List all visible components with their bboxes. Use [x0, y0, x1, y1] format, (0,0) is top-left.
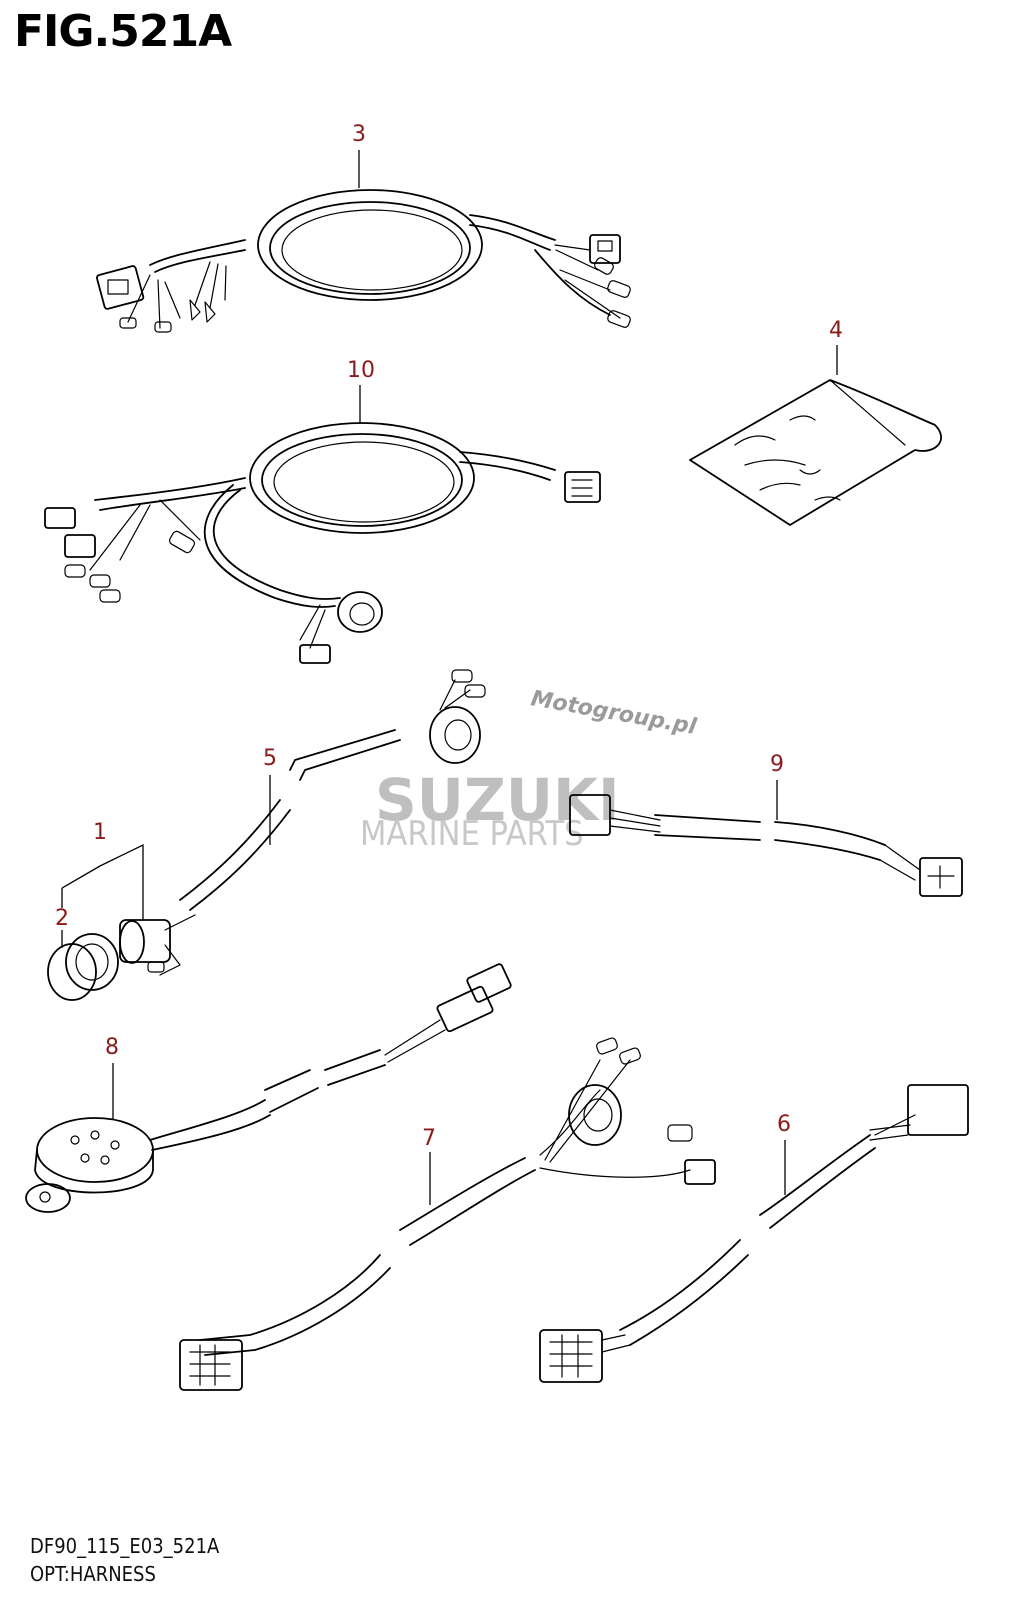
callout-6: 6 [777, 1112, 791, 1137]
watermark: Motogroup.pl SUZUKI MARINE PARTS [360, 686, 699, 854]
buzzer-part-8 [25, 963, 512, 1213]
footer-code: DF90_115_E03_521A [30, 1534, 220, 1558]
callout-8: 8 [105, 1035, 119, 1060]
harness-part-5 [179, 669, 486, 911]
watermark-marine-parts: MARINE PARTS [360, 814, 584, 854]
callout-1: 1 [93, 820, 107, 845]
figure-title: FIG.521A [14, 6, 232, 57]
callout-2: 2 [55, 906, 69, 931]
watermark-motogroup: Motogroup.pl [529, 686, 699, 740]
harness-part-3 [96, 150, 631, 333]
harness-part-6 [539, 1084, 969, 1383]
parts-bag-part-4 [689, 345, 942, 526]
footer-caption: OPT:HARNESS [30, 1562, 156, 1586]
callout-5: 5 [263, 746, 277, 771]
callout-3: 3 [352, 122, 366, 147]
callout-4: 4 [829, 318, 843, 343]
harness-part-9 [569, 780, 963, 897]
watermark-suzuki: SUZUKI [375, 766, 620, 834]
switch-part-1-2 [47, 843, 196, 1001]
callout-7: 7 [422, 1126, 436, 1151]
callout-9: 9 [770, 752, 784, 777]
harness-part-10 [44, 385, 601, 664]
callout-10: 10 [347, 358, 375, 383]
harness-part-7 [179, 1037, 716, 1391]
